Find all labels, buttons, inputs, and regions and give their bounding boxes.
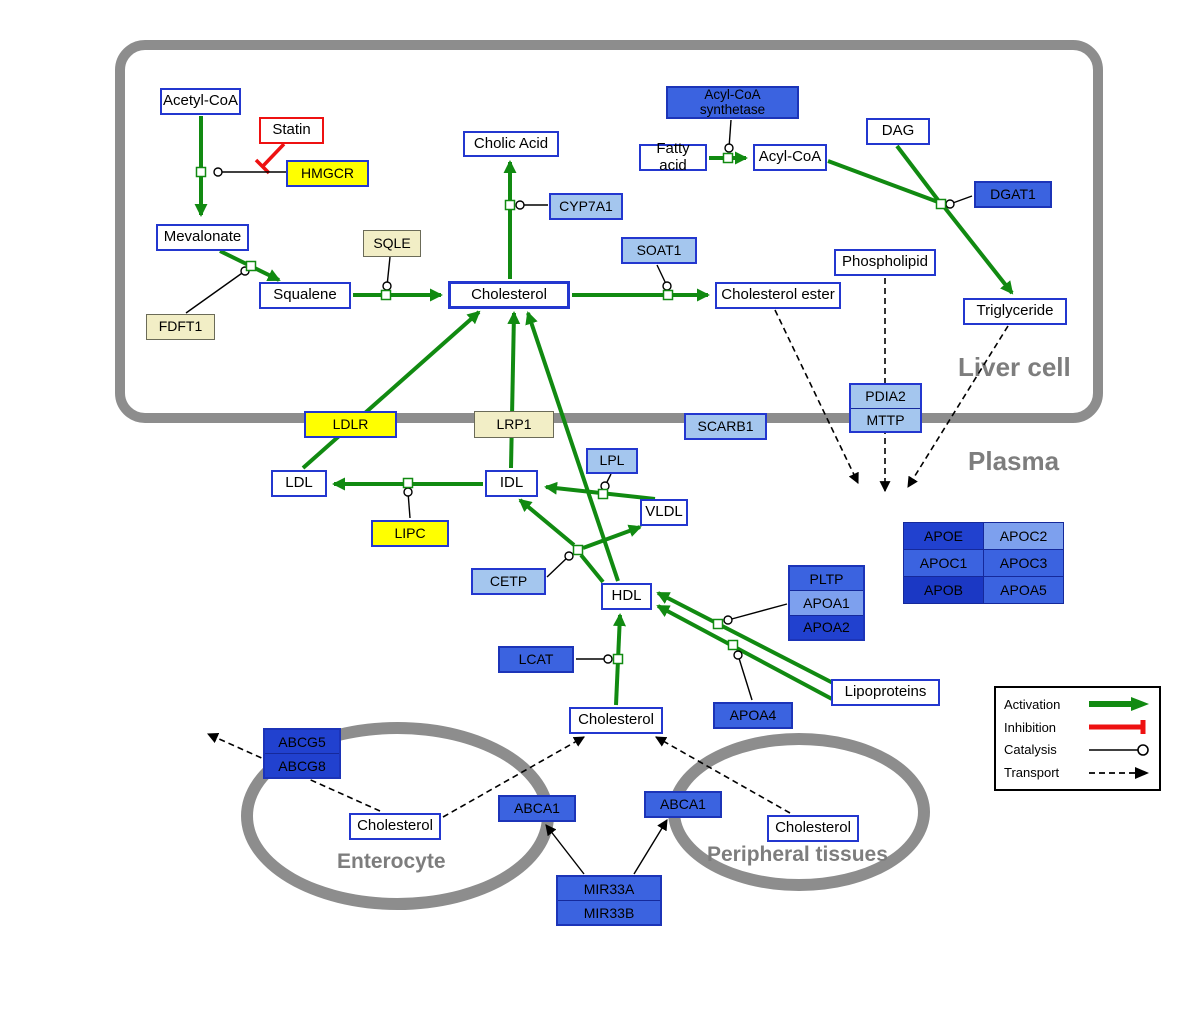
node-mir33a[interactable]: MIR33A [558, 877, 660, 900]
node-sqle[interactable]: SQLE [363, 230, 421, 257]
node-apoa4[interactable]: APOA4 [713, 702, 793, 729]
node-pdia2[interactable]: PDIA2 [851, 385, 920, 408]
catalysis-circle [403, 487, 413, 497]
transport-arrow-icon [1089, 766, 1149, 779]
node-acetyl-coa[interactable]: Acetyl-CoA [160, 88, 241, 115]
node-mir33b[interactable]: MIR33B [558, 900, 660, 924]
node-abca1-enterocyte[interactable]: ABCA1 [498, 795, 576, 822]
node-group-pdia2-mttp: PDIA2 MTTP [849, 383, 922, 433]
node-cetp[interactable]: CETP [471, 568, 546, 595]
node-vldl[interactable]: VLDL [640, 499, 688, 526]
node-acyl-coa-synthetase[interactable]: Acyl-CoA synthetase [666, 86, 799, 119]
node-lrp1[interactable]: LRP1 [474, 411, 554, 438]
node-acyl-coa[interactable]: Acyl-CoA [753, 144, 827, 171]
node-group-mir33: MIR33A MIR33B [556, 875, 662, 926]
node-phospholipid[interactable]: Phospholipid [834, 249, 936, 276]
reaction-node [402, 477, 414, 489]
node-triglyceride[interactable]: Triglyceride [963, 298, 1067, 325]
plasma-label: Plasma [968, 446, 1060, 476]
node-idl[interactable]: IDL [485, 470, 538, 497]
node-cyp7a1[interactable]: CYP7A1 [549, 193, 623, 220]
node-cholesterol-peripheral[interactable]: Cholesterol [767, 815, 859, 842]
reaction-node [727, 639, 739, 651]
activation-edge-cetp-vldl [582, 524, 642, 550]
node-apoa5[interactable]: APOA5 [984, 577, 1063, 603]
peripheral-tissues-label: Peripheral tissues [707, 843, 888, 866]
reaction-node [612, 653, 624, 665]
node-abcg5[interactable]: ABCG5 [265, 730, 339, 753]
catalysis-circle [733, 650, 743, 660]
node-cholesterol-liver[interactable]: Cholesterol [448, 281, 570, 309]
node-lipc[interactable]: LIPC [371, 520, 449, 547]
node-apob[interactable]: APOB [904, 577, 983, 603]
legend-row-activation: Activation [1004, 696, 1151, 712]
node-group-abcg5-abcg8: ABCG5 ABCG8 [263, 728, 341, 779]
legend-row-inhibition: Inhibition [1004, 719, 1151, 735]
activation-arrow-icon [1089, 697, 1149, 712]
node-soat1[interactable]: SOAT1 [621, 237, 697, 264]
node-apoa2[interactable]: APOA2 [790, 614, 863, 639]
node-apoe[interactable]: APOE [904, 523, 983, 549]
legend-inhibition-label: Inhibition [1004, 719, 1057, 735]
node-hdl[interactable]: HDL [601, 583, 652, 610]
node-dag[interactable]: DAG [866, 118, 930, 145]
legend-row-transport: Transport [1004, 765, 1151, 781]
node-cholesterol-plasma[interactable]: Cholesterol [569, 707, 663, 734]
node-ldl[interactable]: LDL [271, 470, 327, 497]
node-pltp[interactable]: PLTP [790, 567, 863, 591]
node-scarb1[interactable]: SCARB1 [684, 413, 767, 440]
node-cholic-acid[interactable]: Cholic Acid [463, 131, 559, 157]
catalysis-circle-icon [1089, 744, 1149, 756]
catalysis-edge-cetp [546, 555, 570, 578]
catalysis-edge-lpl [604, 473, 612, 487]
node-lpl[interactable]: LPL [586, 448, 638, 474]
node-lcat[interactable]: LCAT [498, 646, 574, 673]
node-group-apolipoproteins: APOE APOC2 APOC1 APOC3 APOB APOA5 [903, 522, 1064, 604]
node-mttp[interactable]: MTTP [851, 407, 920, 431]
edge-mir33-abca1-peripheral [633, 819, 668, 875]
reaction-node [712, 618, 724, 630]
edge-mir33-abca1-enterocyte [545, 824, 585, 875]
node-hmgcr[interactable]: HMGCR [286, 160, 369, 187]
node-fdft1[interactable]: FDFT1 [146, 314, 215, 340]
legend-catalysis-label: Catalysis [1004, 742, 1057, 758]
legend-activation-label: Activation [1004, 696, 1061, 712]
node-abcg8[interactable]: ABCG8 [265, 753, 339, 777]
node-abca1-peripheral[interactable]: ABCA1 [644, 791, 722, 818]
catalysis-edge-lipc [407, 491, 411, 519]
node-cholesterol-enterocyte[interactable]: Cholesterol [349, 813, 441, 840]
catalysis-edge-apoa1-apoa2 [727, 603, 788, 621]
node-squalene[interactable]: Squalene [259, 282, 351, 309]
catalysis-edge-apoa4 [737, 654, 753, 701]
inhibition-tbar-icon [1089, 720, 1146, 735]
catalysis-circle [723, 615, 733, 625]
legend: Activation Inhibition Catalysis Transpor… [994, 686, 1161, 791]
activation-edge-cholesterol-hdl-lcat [613, 613, 627, 706]
node-apoc3[interactable]: APOC3 [984, 550, 1063, 576]
catalysis-circle [603, 654, 613, 664]
node-lipoproteins[interactable]: Lipoproteins [831, 679, 940, 706]
node-apoc2[interactable]: APOC2 [984, 523, 1063, 549]
node-fatty-acid[interactable]: Fatty acid [639, 141, 707, 173]
liver-cell-label: Liver cell [958, 352, 1071, 382]
node-ldlr[interactable]: LDLR [304, 411, 397, 438]
node-statin[interactable]: Statin [259, 117, 324, 144]
node-group-pltp-apoa1-apoa2: PLTP APOA1 APOA2 [788, 565, 865, 641]
node-dgat1[interactable]: DGAT1 [974, 181, 1052, 208]
catalysis-circle [600, 481, 610, 491]
activation-edge-vldl-idl [544, 481, 656, 501]
reaction-node [572, 544, 584, 556]
reaction-node [597, 488, 609, 500]
activation-edge-hdl-cetp-junction [579, 553, 605, 584]
liver-cell-compartment [115, 40, 1103, 423]
activation-edge-cetp-idl [518, 498, 576, 547]
node-apoc1[interactable]: APOC1 [904, 550, 983, 576]
node-mevalonate[interactable]: Mevalonate [156, 224, 249, 251]
legend-row-catalysis: Catalysis [1004, 742, 1151, 758]
node-cholesterol-ester[interactable]: Cholesterol ester [715, 282, 841, 309]
node-apoa1[interactable]: APOA1 [790, 590, 863, 615]
legend-transport-label: Transport [1004, 765, 1060, 781]
enterocyte-label: Enterocyte [337, 850, 446, 873]
catalysis-circle [564, 551, 574, 561]
